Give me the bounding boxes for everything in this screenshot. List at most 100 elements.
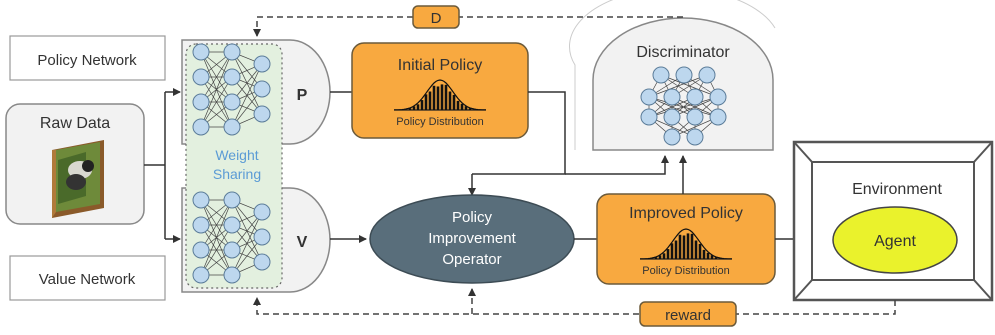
dist-bar [658, 255, 662, 259]
nn-edge [200, 199, 233, 251]
nn-node [686, 108, 704, 126]
initial-to-discriminator-path [565, 155, 669, 175]
dist-bar [408, 108, 412, 110]
nn-node [698, 66, 716, 84]
weight-sharing-text-1: Weight [215, 147, 258, 163]
dist-bar [670, 243, 674, 259]
nn-node [192, 43, 210, 61]
discriminator-shadow [568, 0, 776, 150]
nn-edge [648, 74, 708, 98]
nn-node [709, 108, 727, 126]
discriminator-label: Discriminator [636, 44, 730, 61]
nn-node [223, 191, 241, 209]
nn-node [253, 80, 271, 98]
reward-label: reward [665, 307, 711, 324]
nn-edge [200, 51, 233, 103]
nn-node [640, 108, 658, 126]
dist-bar [698, 243, 702, 259]
nn-node [192, 93, 210, 111]
weight-sharing-text-2: Sharing [213, 166, 261, 182]
nn-edge [200, 51, 233, 128]
dist-bar [706, 252, 710, 259]
value-network-label: Value Network [39, 271, 136, 288]
dist-bar [428, 91, 432, 110]
dist-bar [678, 234, 682, 259]
dist-bar [424, 94, 428, 110]
nn-node [223, 118, 241, 136]
initial-to-operator-path [472, 91, 566, 175]
policy-network-label: Policy Network [37, 52, 137, 69]
value-network-box [9, 255, 166, 301]
dist-bar [456, 100, 460, 110]
reward-feedback-path [253, 297, 896, 315]
operator-text-1: Policy [452, 209, 493, 226]
dist-bar [440, 84, 444, 110]
dist-bar [412, 106, 416, 110]
initial-policy-box [351, 42, 529, 139]
nn-edge [231, 63, 263, 128]
dist-bar [682, 235, 686, 259]
dist-curve [640, 228, 732, 260]
value-neural-net [192, 191, 271, 284]
dist-bar [714, 257, 718, 259]
dist-curve [394, 79, 486, 111]
d-box [412, 5, 460, 29]
nn-node [253, 253, 271, 271]
raw-data-label: Raw Data [40, 115, 110, 132]
policy-network-box [9, 35, 166, 81]
dist-bar [690, 233, 694, 259]
dist-bar [452, 94, 456, 110]
nn-edge [231, 211, 263, 276]
nn-edge [200, 199, 233, 276]
operator-text-3: Operator [442, 251, 501, 268]
dist-bar [674, 240, 678, 259]
nn-node [192, 241, 210, 259]
nn-node [686, 128, 704, 146]
dist-bar [686, 233, 690, 259]
discriminator-neural-net [640, 66, 727, 146]
improved-policy-title: Improved Policy [629, 205, 743, 222]
reward-box [639, 301, 737, 327]
cat-image [52, 140, 104, 218]
initial-policy-title: Initial Policy [398, 57, 482, 74]
initial-policy-distribution-icon [394, 79, 486, 111]
dist-bar [436, 86, 440, 110]
nn-node [192, 118, 210, 136]
nn-node [223, 68, 241, 86]
nn-node [663, 88, 681, 106]
nn-node [192, 266, 210, 284]
dist-bar [710, 255, 714, 259]
agent-label: Agent [874, 233, 916, 250]
v-label: V [297, 234, 308, 251]
d-label: D [431, 10, 442, 27]
nn-node [253, 203, 271, 221]
d-feedback-path [253, 16, 683, 37]
environment-label: Environment [852, 181, 942, 198]
dist-bar [654, 257, 658, 259]
nn-node [686, 88, 704, 106]
dist-bar [662, 253, 666, 259]
dist-bar [416, 104, 420, 110]
dist-bar [702, 249, 706, 259]
agent-ellipse [832, 206, 958, 274]
nn-node [192, 68, 210, 86]
nn-node [223, 93, 241, 111]
dist-bar [464, 106, 468, 110]
dist-bar [444, 84, 448, 110]
operator-text-2: Improvement [428, 230, 516, 247]
nn-node [223, 266, 241, 284]
dist-bar [460, 103, 464, 110]
nn-node [652, 66, 670, 84]
nn-node [223, 241, 241, 259]
dist-bar [468, 108, 472, 110]
nn-node [640, 88, 658, 106]
nn-node [253, 105, 271, 123]
nn-edge [648, 96, 719, 118]
dist-bar [432, 85, 436, 110]
dist-bar [694, 240, 698, 259]
nn-node [663, 128, 681, 146]
nn-node [663, 108, 681, 126]
initial-policy-dist-label: Policy Distribution [396, 116, 483, 128]
policy-neural-net [192, 43, 271, 136]
nn-node [223, 43, 241, 61]
